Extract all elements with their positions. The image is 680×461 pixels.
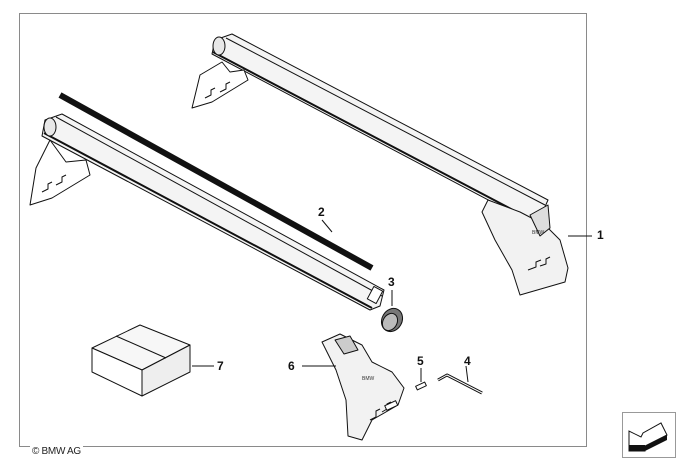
callout-2[interactable]: 2 <box>318 205 325 219</box>
callout-5[interactable]: 5 <box>417 354 424 368</box>
copyright-notice: © BMW AG <box>30 446 83 457</box>
allen-key <box>437 373 483 395</box>
rear-right-foot: BMW <box>481 199 569 296</box>
front-crossbar <box>41 113 385 311</box>
front-left-foot <box>29 139 91 206</box>
arrow-down-left-icon <box>628 422 668 452</box>
pin <box>415 381 427 391</box>
callout-7[interactable]: 7 <box>217 359 224 373</box>
rear-crossbar <box>211 33 549 223</box>
rubber-strip <box>58 92 374 271</box>
svg-text:BMW: BMW <box>532 230 545 236</box>
callout-3[interactable]: 3 <box>388 275 395 289</box>
svg-text:BMW: BMW <box>362 376 375 382</box>
leader-lines <box>192 219 592 383</box>
callout-4[interactable]: 4 <box>464 354 471 368</box>
callout-6[interactable]: 6 <box>288 359 295 373</box>
end-cap <box>380 307 404 333</box>
mounting-foot: BMW <box>321 333 405 441</box>
diagram-frame <box>19 13 587 447</box>
rear-left-foot <box>191 61 249 109</box>
navigate-back-button[interactable] <box>622 412 676 458</box>
packaging-box <box>91 324 191 397</box>
callout-1[interactable]: 1 <box>597 228 604 242</box>
